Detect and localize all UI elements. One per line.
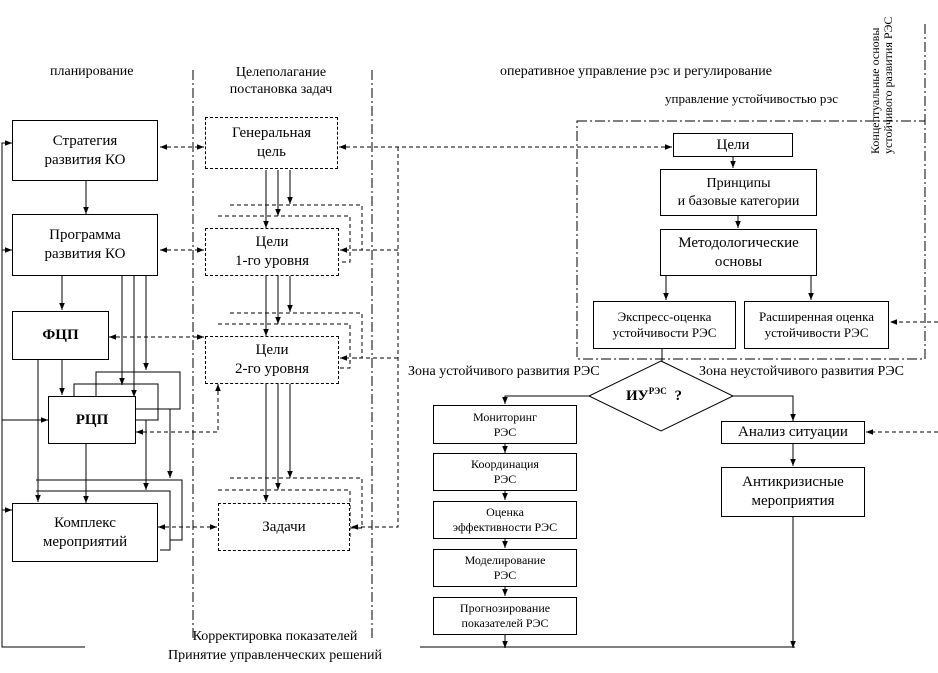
- goals-level1-line2: 1-го уровня: [234, 253, 310, 269]
- goals-level1-line1: Цели: [255, 234, 289, 251]
- decision-label: ИУРЭС ?: [626, 386, 682, 405]
- principles-line1: Принципы: [706, 176, 771, 191]
- anticrisis-box: Антикризисные мероприятия: [721, 467, 865, 517]
- modeling-box: Моделирование РЭС: [433, 549, 577, 587]
- tasks-box: Задачи: [218, 503, 350, 551]
- goals-level1-box: Цели 1-го уровня: [205, 228, 339, 276]
- header-operational: оперативное управление рэс и регулирован…: [500, 64, 772, 79]
- zone-stable-label: Зона устойчивого развития РЭС: [408, 364, 600, 379]
- extended-line2: устойчивости РЭС: [764, 325, 869, 340]
- efficiency-box: Оценка эффективности РЭС: [433, 501, 577, 539]
- anticrisis-line1: Антикризисные: [742, 474, 844, 491]
- efficiency-line2: эффективности РЭС: [452, 520, 558, 534]
- coordination-box: Координация РЭС: [433, 453, 577, 491]
- anticrisis-line2: мероприятия: [751, 493, 835, 509]
- general-goal-line2: цель: [256, 144, 286, 160]
- header-concept: Концептуальные основы устойчивого развит…: [868, 10, 895, 154]
- header-concept-line2: устойчивого развития РЭС: [881, 16, 895, 154]
- general-goal-line1: Генеральная: [231, 125, 312, 142]
- decision-question: ?: [674, 388, 683, 404]
- header-stability-management: управление устойчивостью рэс: [665, 91, 839, 106]
- methodology-line2: основы: [714, 253, 763, 270]
- concept-goals-box: Цели: [673, 133, 793, 157]
- program-line2: развития КО: [44, 246, 126, 262]
- goals-level2-line2: 2-го уровня: [234, 361, 310, 377]
- decision-superscript: РЭС: [648, 386, 667, 396]
- header-concept-line1: Концептуальные основы: [868, 27, 882, 154]
- goals-level2-box: Цели 2-го уровня: [205, 336, 339, 384]
- header-goal-setting-line1: Целеполагание: [235, 65, 327, 80]
- principles-line2: и базовые категории: [677, 193, 800, 209]
- forecast-box: Прогнозирование показателей РЭС: [433, 597, 577, 635]
- strategy-box: Стратегия развития КО: [12, 120, 158, 181]
- decision-diamond: [587, 360, 735, 432]
- rcp-box: РЦП: [48, 396, 136, 444]
- general-goal-box: Генеральная цель: [205, 117, 338, 169]
- methodology-line1: Методологические: [678, 234, 799, 251]
- express-line1: Экспресс-оценка: [617, 308, 712, 324]
- extended-line1: Расширенная оценка: [759, 308, 874, 324]
- footer-line1: Корректировка показателей: [192, 629, 358, 644]
- complex-line1: Комплекс: [54, 514, 116, 531]
- extended-assessment-box: Расширенная оценка устойчивости РЭС: [744, 301, 889, 349]
- goals-level2-line1: Цели: [255, 342, 289, 359]
- concept-frame: [576, 120, 926, 360]
- fcp-box: ФЦП: [12, 311, 109, 360]
- express-line2: устойчивости РЭС: [612, 325, 717, 340]
- program-line1: Программа: [49, 227, 121, 244]
- modeling-line2: РЭС: [493, 568, 517, 582]
- monitoring-line1: Мониторинг: [472, 409, 538, 424]
- principles-box: Принципы и базовые категории: [660, 169, 817, 216]
- decision-base: ИУ: [626, 388, 649, 404]
- footer: Корректировка показателей Принятие управ…: [100, 627, 450, 665]
- complex-box: Комплекс мероприятий: [12, 503, 158, 562]
- coordination-line2: РЭС: [493, 472, 517, 486]
- footer-line2: Принятие управленческих решений: [168, 648, 382, 663]
- monitoring-box: Мониторинг РЭС: [433, 405, 577, 444]
- zone-unstable-label: Зона неустойчивого развития РЭС: [699, 364, 904, 379]
- modeling-line1: Моделирование: [464, 553, 546, 567]
- strategy-line1: Стратегия: [52, 132, 118, 149]
- header-goal-setting: Целеполагание постановка задач: [213, 64, 349, 98]
- forecast-line2: показателей РЭС: [461, 616, 549, 630]
- monitoring-line2: РЭС: [493, 424, 517, 439]
- coordination-line1: Координация: [471, 457, 539, 471]
- header-planning: планирование: [50, 64, 134, 79]
- strategy-line2: развития КО: [44, 151, 126, 168]
- program-box: Программа развития КО: [12, 214, 158, 276]
- forecast-line1: Прогнозирование: [459, 601, 551, 615]
- complex-line2: мероприятий: [42, 533, 128, 550]
- express-assessment-box: Экспресс-оценка устойчивости РЭС: [593, 301, 736, 349]
- header-goal-setting-line2: постановка задач: [229, 82, 333, 97]
- efficiency-line1: Оценка: [486, 505, 524, 519]
- analysis-box: Анализ ситуации: [721, 421, 865, 444]
- methodology-box: Методологические основы: [660, 229, 817, 276]
